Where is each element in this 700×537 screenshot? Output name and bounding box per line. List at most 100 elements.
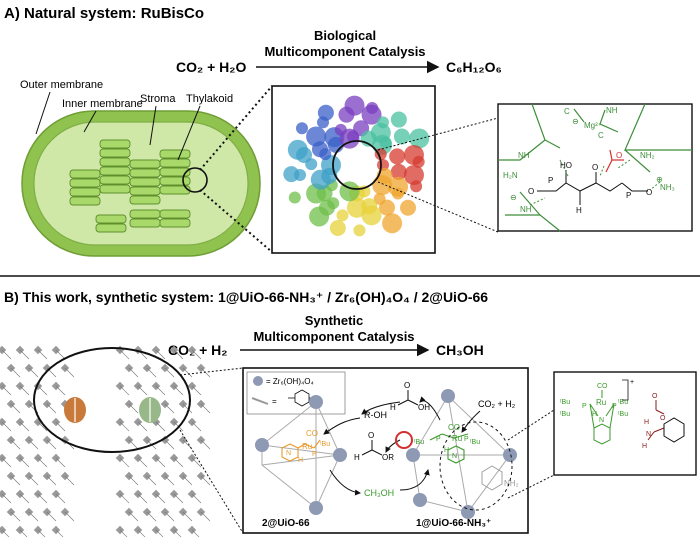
product-a: C₆H₁₂O₆ <box>446 59 502 75</box>
arrow-formic <box>419 396 441 421</box>
mof-linker <box>28 511 39 522</box>
anilinium-n: N <box>646 431 651 438</box>
mof-linker <box>119 457 130 468</box>
arrow-label-a-2: Multicomponent Catalysis <box>264 44 425 59</box>
zoom-circle-active-site <box>332 140 382 190</box>
mof-linker <box>1 421 12 432</box>
inset-tbu-1: ᵗBu <box>560 399 570 406</box>
protein-ribbon-segment <box>372 175 393 196</box>
mof-linker <box>164 511 175 522</box>
mof-linker <box>10 403 21 414</box>
mof-linker <box>155 493 166 504</box>
zr-node <box>309 501 323 515</box>
mof-linker <box>173 385 184 396</box>
label-cat-2: 2@UiO-66 <box>262 518 310 529</box>
reactants-a: CO₂ + H₂O <box>176 59 247 75</box>
mof-linker <box>119 529 128 537</box>
protein-ribbon-segment <box>306 126 327 147</box>
as-label-o1: O <box>528 187 534 196</box>
thylakoid-disc <box>129 168 161 178</box>
ester-or: OR <box>382 453 394 462</box>
inset-ru: Ru <box>596 398 606 407</box>
thylakoid-disc <box>95 223 127 233</box>
mof-linker <box>182 367 193 378</box>
reactants-b: CO₂ + H₂ <box>168 342 228 358</box>
legend-node-icon <box>253 376 263 386</box>
formic-o: O <box>404 381 410 390</box>
thylakoid-disc <box>99 139 131 149</box>
ru-pincer <box>589 390 615 445</box>
mof-linker <box>28 475 39 486</box>
as-label-o2: O <box>592 163 598 172</box>
thylakoid-disc <box>69 169 101 179</box>
mof-linker <box>137 457 148 468</box>
anilinium-h-1: H <box>644 419 649 426</box>
protein-ribbon-segment <box>377 116 390 129</box>
label-inner-membrane: Inner membrane <box>62 98 143 110</box>
zoom-ellipse-cat1 <box>439 421 513 511</box>
protein-ribbon-segment <box>288 191 301 204</box>
cat1-p-left: P <box>436 436 441 443</box>
chloroplast-diagram: Outer membrane Inner membrane Stroma Thy… <box>20 79 261 257</box>
protein-ribbon-segment <box>344 95 365 116</box>
arrow-label-b-2: Multicomponent Catalysis <box>253 329 414 344</box>
zoom-line-3 <box>377 117 499 151</box>
inset-box <box>553 371 697 476</box>
mof-linker <box>119 493 130 504</box>
mof-linker <box>164 439 175 450</box>
mof-linker <box>182 403 193 414</box>
co2-h2-label: CO₂ + H₂ <box>478 399 516 409</box>
anilinium-o-top: O <box>652 393 658 400</box>
mof-linker <box>28 439 39 450</box>
mof-lattice <box>0 345 211 537</box>
protein-ribbon-segment <box>400 199 417 216</box>
inset-tbu-4: ᵗBu <box>618 411 628 418</box>
mof-linker <box>37 457 48 468</box>
zoom-line-1 <box>199 85 273 171</box>
mof-linker <box>146 475 157 486</box>
panel-b-title: B) This work, synthetic system: 1@UiO-66… <box>4 289 488 305</box>
mof-linker <box>173 493 184 504</box>
mof-linker <box>1 457 12 468</box>
mof-linker <box>146 367 157 378</box>
as-label-nh-top: NH <box>606 106 618 115</box>
mof-linker <box>10 367 21 378</box>
as-plus-1: ⊕ <box>656 175 663 184</box>
mof-linker <box>55 385 66 396</box>
highlight-circle-red <box>395 431 413 449</box>
cat1-p-right: P <box>464 436 469 443</box>
thylakoid-disc <box>129 186 161 196</box>
mof-linker <box>28 367 39 378</box>
inset-n: N <box>599 417 604 424</box>
protein-ribbon-segment <box>346 197 367 218</box>
cat1-tbu-right: ᵗBu <box>470 439 480 446</box>
methanol-label: CH₃OH <box>364 488 394 498</box>
mg-ion: Mg²⁺ <box>584 121 602 130</box>
mof-linker <box>10 511 21 522</box>
protein-ribbons <box>283 95 430 237</box>
protein-ribbon-segment <box>390 163 407 180</box>
cat2-p: P <box>312 451 317 458</box>
zoom-line-5 <box>179 367 244 376</box>
mof-linker <box>191 457 202 468</box>
thylakoid-disc <box>99 148 131 158</box>
mof-linker <box>1 385 12 396</box>
mof-linker <box>137 493 148 504</box>
nh2-label: NH₂ <box>504 479 519 488</box>
mof-linker <box>19 493 30 504</box>
zoom-ellipse-mof <box>33 347 191 453</box>
mof-linker <box>19 421 30 432</box>
inset-plus: + <box>630 379 634 386</box>
protein-ribbon-segment <box>329 220 346 237</box>
as-label-h2n: H₂N <box>503 171 518 180</box>
mof-linker <box>19 529 28 537</box>
cat1-ru: Ru <box>452 434 462 443</box>
mof-linker <box>37 493 48 504</box>
zoom-line-7 <box>507 409 555 441</box>
formate-ester <box>361 440 383 456</box>
mof-linker <box>155 385 166 396</box>
mof-linker <box>155 457 166 468</box>
reaction-scheme-a: CO₂ + H₂O Biological Multicomponent Cata… <box>176 28 502 75</box>
anilinium <box>647 400 665 441</box>
